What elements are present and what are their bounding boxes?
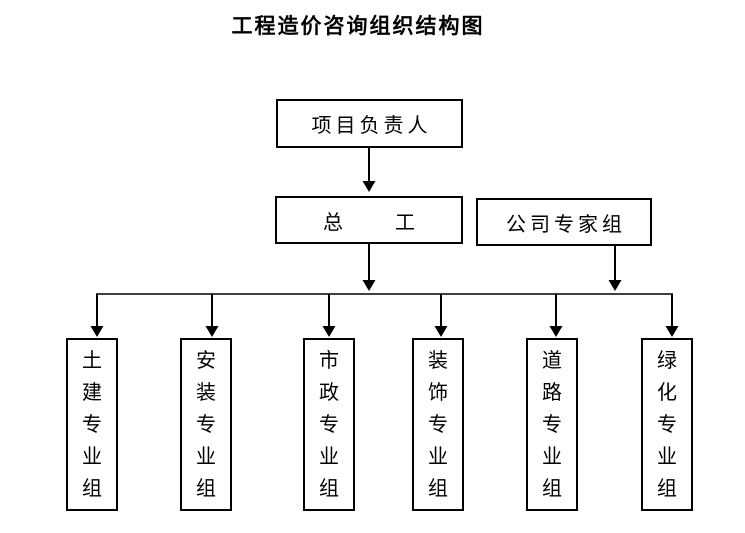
node-group-municipal: 市 政 专 业 组 [303,338,355,511]
node-group-civil-label: 土 建 专 业 组 [82,349,102,500]
node-company-expert-group: 公司专家组 [476,198,652,246]
arrowhead-group-4 [434,326,448,337]
node-group-greening: 绿 化 专 业 组 [641,338,693,511]
node-group-civil: 土 建 专 业 组 [66,338,118,511]
node-group-installation-label: 安 装 专 业 组 [196,349,216,500]
node-chief-engineer-label: 总 工 [323,211,419,234]
node-group-road-label: 道 路 专 业 组 [542,349,562,500]
arrowhead-group-5 [549,326,563,337]
node-company-expert-group-label: 公司专家组 [506,213,626,236]
node-chief-engineer: 总 工 [275,196,463,244]
arrowhead-group-1 [90,326,104,337]
diagram-title: 工程造价咨询组织结构图 [231,14,485,38]
node-group-municipal-label: 市 政 专 业 组 [319,349,339,500]
node-project-leader-label: 项目负责人 [311,115,432,137]
arrowhead-group-2 [205,326,219,337]
node-group-decoration-label: 装 饰 专 业 组 [428,349,448,500]
node-group-decoration: 装 饰 专 业 组 [412,338,464,511]
arrowhead-chief-bus [362,280,376,291]
arrowhead-root-chief [362,181,376,192]
arrowhead-group-6 [665,326,679,337]
node-group-greening-label: 绿 化 专 业 组 [657,349,677,500]
arrowhead-group-3 [322,326,336,337]
node-group-installation: 安 装 专 业 组 [180,338,232,511]
arrowhead-experts-bus [608,280,622,291]
node-group-road: 道 路 专 业 组 [526,338,578,511]
node-project-leader: 项目负责人 [276,99,463,148]
